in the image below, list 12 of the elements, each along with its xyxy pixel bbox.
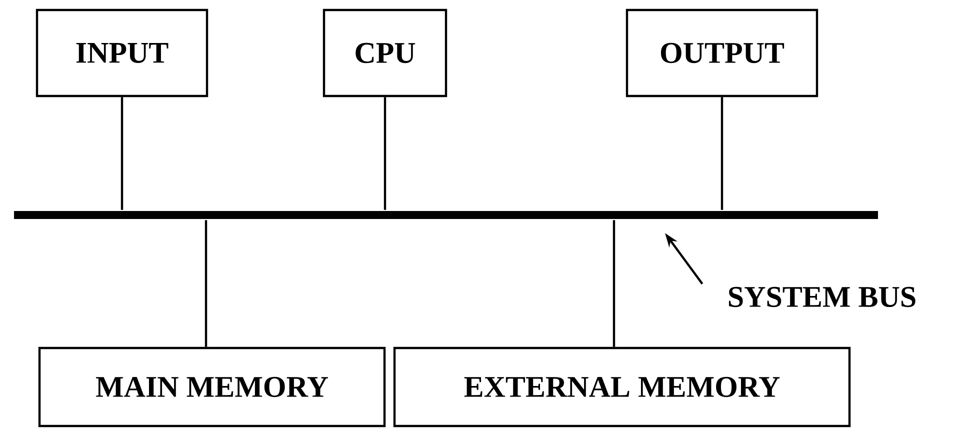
bus-bar [14, 211, 878, 219]
component-box: OUTPUT [626, 8, 818, 98]
component-box: EXTERNAL MEMORY [393, 346, 851, 428]
component-box: CPU [322, 8, 448, 98]
connector-line [384, 97, 386, 210]
component-box: MAIN MEMORY [38, 346, 386, 428]
connector-line [204, 220, 208, 347]
bus-label: SYSTEM BUS [728, 286, 916, 308]
component-box: INPUT [36, 8, 208, 98]
connector-line [120, 97, 124, 210]
connector-line [720, 97, 724, 210]
connector-line [612, 220, 616, 347]
